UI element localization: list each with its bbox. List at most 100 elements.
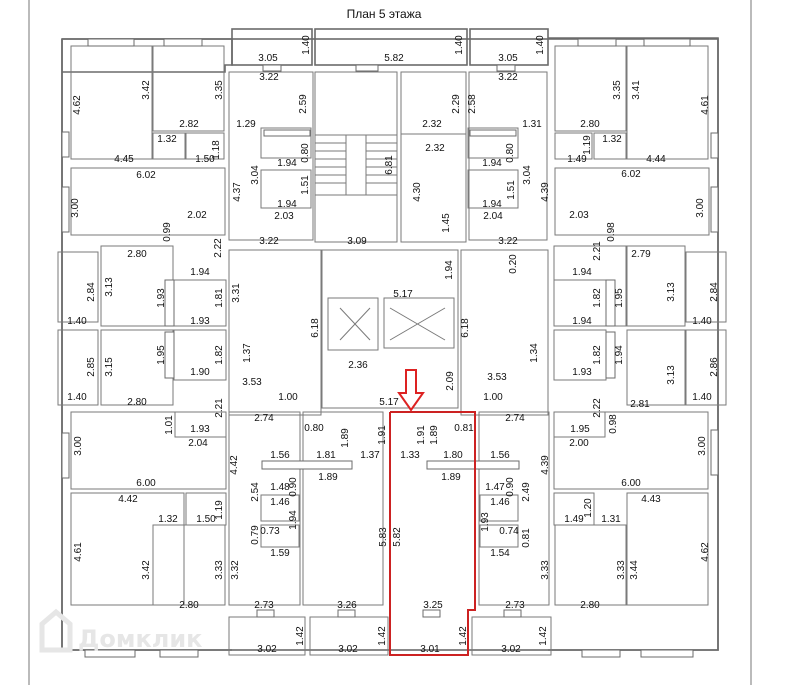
- dimension-label-tr-1.51: 1.51: [506, 180, 517, 200]
- dimension-label-sel-5.82: 5.82: [392, 527, 403, 547]
- dimension-label-tr-3.22: 3.22: [498, 72, 518, 83]
- dimension-label-br-3.33b: 3.33: [616, 560, 627, 580]
- dimension-label-bl-0.73: 0.73: [260, 526, 280, 537]
- dimension-label-bl-1.48: 1.48: [270, 482, 290, 493]
- dimension-label-mr-2.21: 2.21: [592, 241, 603, 261]
- dimension-label-ml-3.31: 3.31: [231, 283, 242, 303]
- dimension-label-br-1.47: 1.47: [485, 482, 505, 493]
- dimension-label-tl-1.18: 1.18: [211, 140, 222, 160]
- dimension-label-mr-3.53: 3.53: [487, 372, 507, 383]
- dimension-label-bl-3.42: 3.42: [141, 560, 152, 580]
- dimension-label-tr-1.49: 1.49: [567, 154, 587, 165]
- dimension-label-tr-1.32: 1.32: [602, 134, 622, 145]
- dimension-label-bl-1.32: 1.32: [158, 514, 178, 525]
- dimension-label-tl-1.32: 1.32: [157, 134, 177, 145]
- dimension-label-bl-2.74: 2.74: [254, 413, 274, 424]
- dimension-label-mr-2.84: 2.84: [709, 282, 720, 302]
- dimension-label-bl-3.02: 3.02: [257, 644, 277, 655]
- dimension-label-mr-1.34: 1.34: [529, 343, 540, 363]
- dimension-label-tr-4.39: 4.39: [540, 182, 551, 202]
- dimension-label-br-0.98: 0.98: [608, 414, 619, 434]
- dimension-label-bl-2.73: 2.73: [254, 600, 274, 611]
- dimension-label-ml-2.80: 2.80: [127, 249, 147, 260]
- dimension-label-sel-1.42: 1.42: [458, 626, 469, 646]
- dimension-label-sel-1.33: 1.33: [400, 450, 420, 461]
- dimension-label-br-1.54: 1.54: [490, 548, 510, 559]
- dimension-label-top-balcony-l-h: 1.40: [301, 35, 312, 55]
- dimension-label-br-1.95: 1.95: [570, 424, 590, 435]
- dimension-label-bl-0.90: 0.90: [288, 477, 299, 497]
- dimension-label-bl-2.54: 2.54: [250, 482, 261, 502]
- dimension-label-mr-2.22: 2.22: [592, 398, 603, 418]
- dimension-label-tl-1.94b: 1.94: [277, 199, 297, 210]
- dimension-label-mr-1.94b: 1.94: [572, 316, 592, 327]
- dimension-label-tr-2.80: 2.80: [580, 119, 600, 130]
- dimension-label-br-1.46: 1.46: [490, 497, 510, 508]
- dimension-label-br-2.80: 2.80: [580, 600, 600, 611]
- dimension-label-ml-2.85: 2.85: [86, 357, 97, 377]
- dimension-label-ml-1.95: 1.95: [156, 345, 167, 365]
- dimension-label-mr-2.79: 2.79: [631, 249, 651, 260]
- dimension-label-ml-1.93a: 1.93: [156, 288, 167, 308]
- dimension-label-core-5.17b: 5.17: [379, 397, 399, 408]
- dimension-label-br-0.74: 0.74: [499, 526, 519, 537]
- dimension-label-br-4.43: 4.43: [641, 494, 661, 505]
- dimension-label-tl-3.22: 3.22: [259, 72, 279, 83]
- dimension-label-br-3.33a: 3.33: [540, 560, 551, 580]
- dimension-label-br-6.00: 6.00: [621, 478, 641, 489]
- dimension-label-bl-3.00: 3.00: [73, 436, 84, 456]
- dimension-label-core-1.94: 1.94: [444, 260, 455, 280]
- dimension-label-tr-0.98: 0.98: [606, 222, 617, 242]
- dimension-label-mr-1.00: 1.00: [483, 392, 503, 403]
- dimension-label-bl-3.32: 3.32: [230, 560, 241, 580]
- dimension-label-tr-1.94b: 1.94: [482, 199, 502, 210]
- dimension-label-br-3.02: 3.02: [501, 644, 521, 655]
- dimension-label-tl-room3-h: 3.35: [214, 80, 225, 100]
- dimension-label-tl-room-h: 4.62: [72, 95, 83, 115]
- dimension-label-tr-4.44: 4.44: [646, 154, 666, 165]
- dimension-label-tr-0.80: 0.80: [505, 143, 516, 163]
- dimension-label-bc-3.02: 3.02: [338, 644, 358, 655]
- dimension-label-c-2.29: 2.29: [451, 94, 462, 114]
- dimension-label-bl-1.93: 1.93: [190, 424, 210, 435]
- dimension-label-ml-1.94: 1.94: [190, 267, 210, 278]
- dimension-label-tl-2.02: 2.02: [187, 210, 207, 221]
- dimension-label-br-2.49: 2.49: [521, 482, 532, 502]
- dimension-label-bl-1.56: 1.56: [270, 450, 290, 461]
- dimension-label-br-1.42: 1.42: [538, 626, 549, 646]
- selected-apartment-arrow: [397, 369, 425, 412]
- watermark-text: Домклик: [78, 625, 202, 653]
- dimension-label-mr-1.95: 1.95: [614, 288, 625, 308]
- dimension-label-bl-4.42: 4.42: [118, 494, 138, 505]
- dimension-label-tr-3.35: 3.35: [612, 80, 623, 100]
- dimension-label-tl-6.02: 6.02: [136, 170, 156, 181]
- dimension-label-br-1.49: 1.49: [564, 514, 584, 525]
- dimension-label-tr-3.00: 3.00: [695, 198, 706, 218]
- plan-title: План 5 этажа: [347, 7, 422, 21]
- dimension-label-c-1.45: 1.45: [441, 213, 452, 233]
- dimension-label-bl-4.42v: 4.42: [229, 455, 240, 475]
- dimension-label-bc-3.26: 3.26: [337, 600, 357, 611]
- dimension-label-ml-1.93b: 1.93: [190, 316, 210, 327]
- dimension-label-stair-6.81: 6.81: [384, 155, 395, 175]
- dimension-label-tl-2.03: 2.03: [274, 211, 294, 222]
- dimension-label-bc-1.89v: 1.89: [340, 428, 351, 448]
- dimension-label-tl-3.00: 3.00: [70, 198, 81, 218]
- dimension-label-bl-1.01: 1.01: [164, 415, 175, 435]
- dimension-label-top-hall-w: 5.82: [384, 53, 404, 64]
- dimension-label-bc-1.42: 1.42: [377, 626, 388, 646]
- dimension-label-mr-1.40a: 1.40: [692, 316, 712, 327]
- dimension-label-tl-1.50: 1.50: [195, 154, 215, 165]
- dimension-label-tr-2.04: 2.04: [483, 211, 503, 222]
- dimension-label-tr-3.41: 3.41: [631, 80, 642, 100]
- dimension-label-ml-1.40b: 1.40: [67, 392, 87, 403]
- selected-apartment-outline[interactable]: [389, 411, 476, 656]
- dimension-label-sel-0.81: 0.81: [454, 423, 474, 434]
- dimension-label-c-2.58: 2.58: [467, 94, 478, 114]
- dimension-label-bl-4.61: 4.61: [73, 542, 84, 562]
- dimension-label-ml-3.53: 3.53: [242, 377, 262, 388]
- dimension-label-bl-2.04: 2.04: [188, 438, 208, 449]
- dimension-label-ml-2.21: 2.21: [214, 398, 225, 418]
- dimension-label-bl-1.19: 1.19: [214, 500, 225, 520]
- dimension-label-mr-1.94a: 1.94: [572, 267, 592, 278]
